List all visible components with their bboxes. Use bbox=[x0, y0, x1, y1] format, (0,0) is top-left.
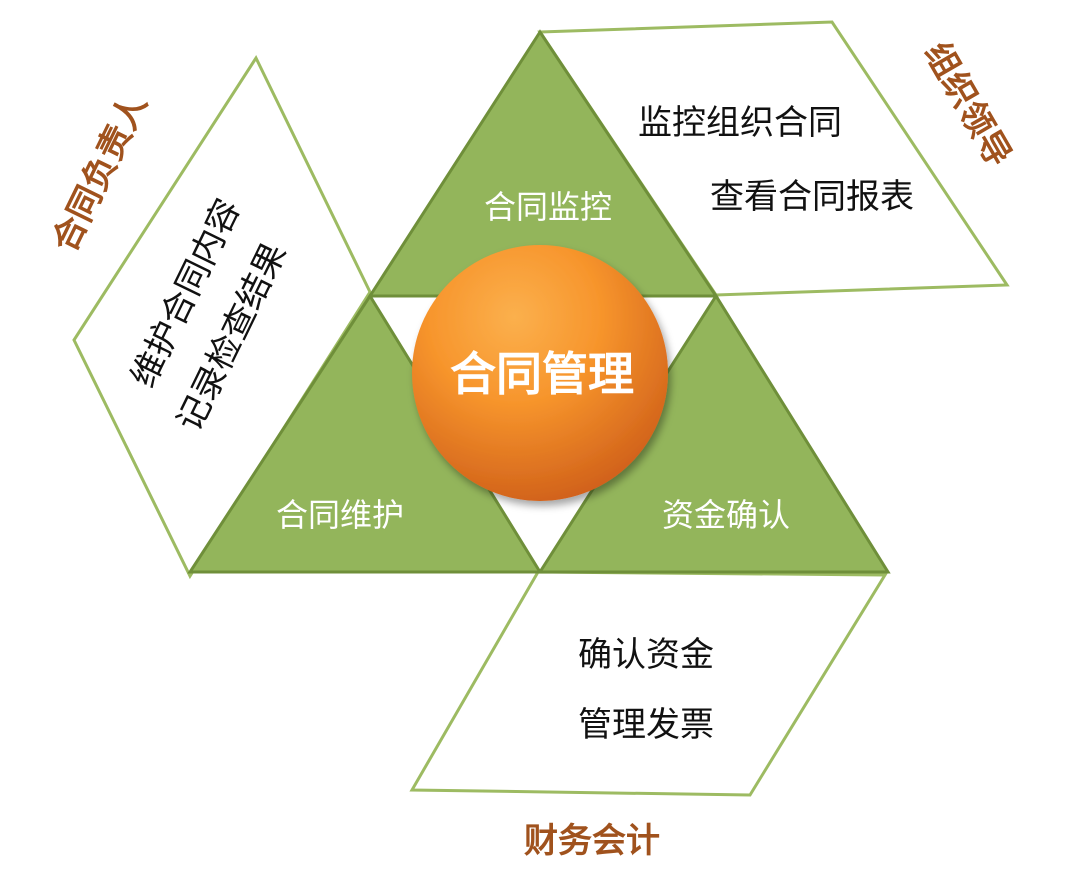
triangle-right-label: 资金确认 bbox=[662, 496, 790, 534]
triangle-top-label: 合同监控 bbox=[484, 188, 612, 226]
role-label-left: 合同负责人 bbox=[45, 88, 155, 258]
panel-bottom bbox=[409, 570, 888, 797]
triangle-left-label: 合同维护 bbox=[276, 496, 404, 534]
panel-top-right-duty-1: 监控组织合同 bbox=[638, 103, 842, 143]
panel-bottom-duty-2: 管理发票 bbox=[578, 705, 714, 745]
center-circle bbox=[412, 245, 668, 501]
center-label: 合同管理 bbox=[450, 347, 634, 401]
role-label-top-right: 组织领导 bbox=[916, 36, 1019, 174]
role-label-bottom: 财务会计 bbox=[524, 821, 660, 861]
panel-top-right-duty-2: 查看合同报表 bbox=[710, 177, 914, 217]
panel-left bbox=[72, 54, 372, 580]
panel-bottom-duty-1: 确认资金 bbox=[578, 635, 714, 675]
